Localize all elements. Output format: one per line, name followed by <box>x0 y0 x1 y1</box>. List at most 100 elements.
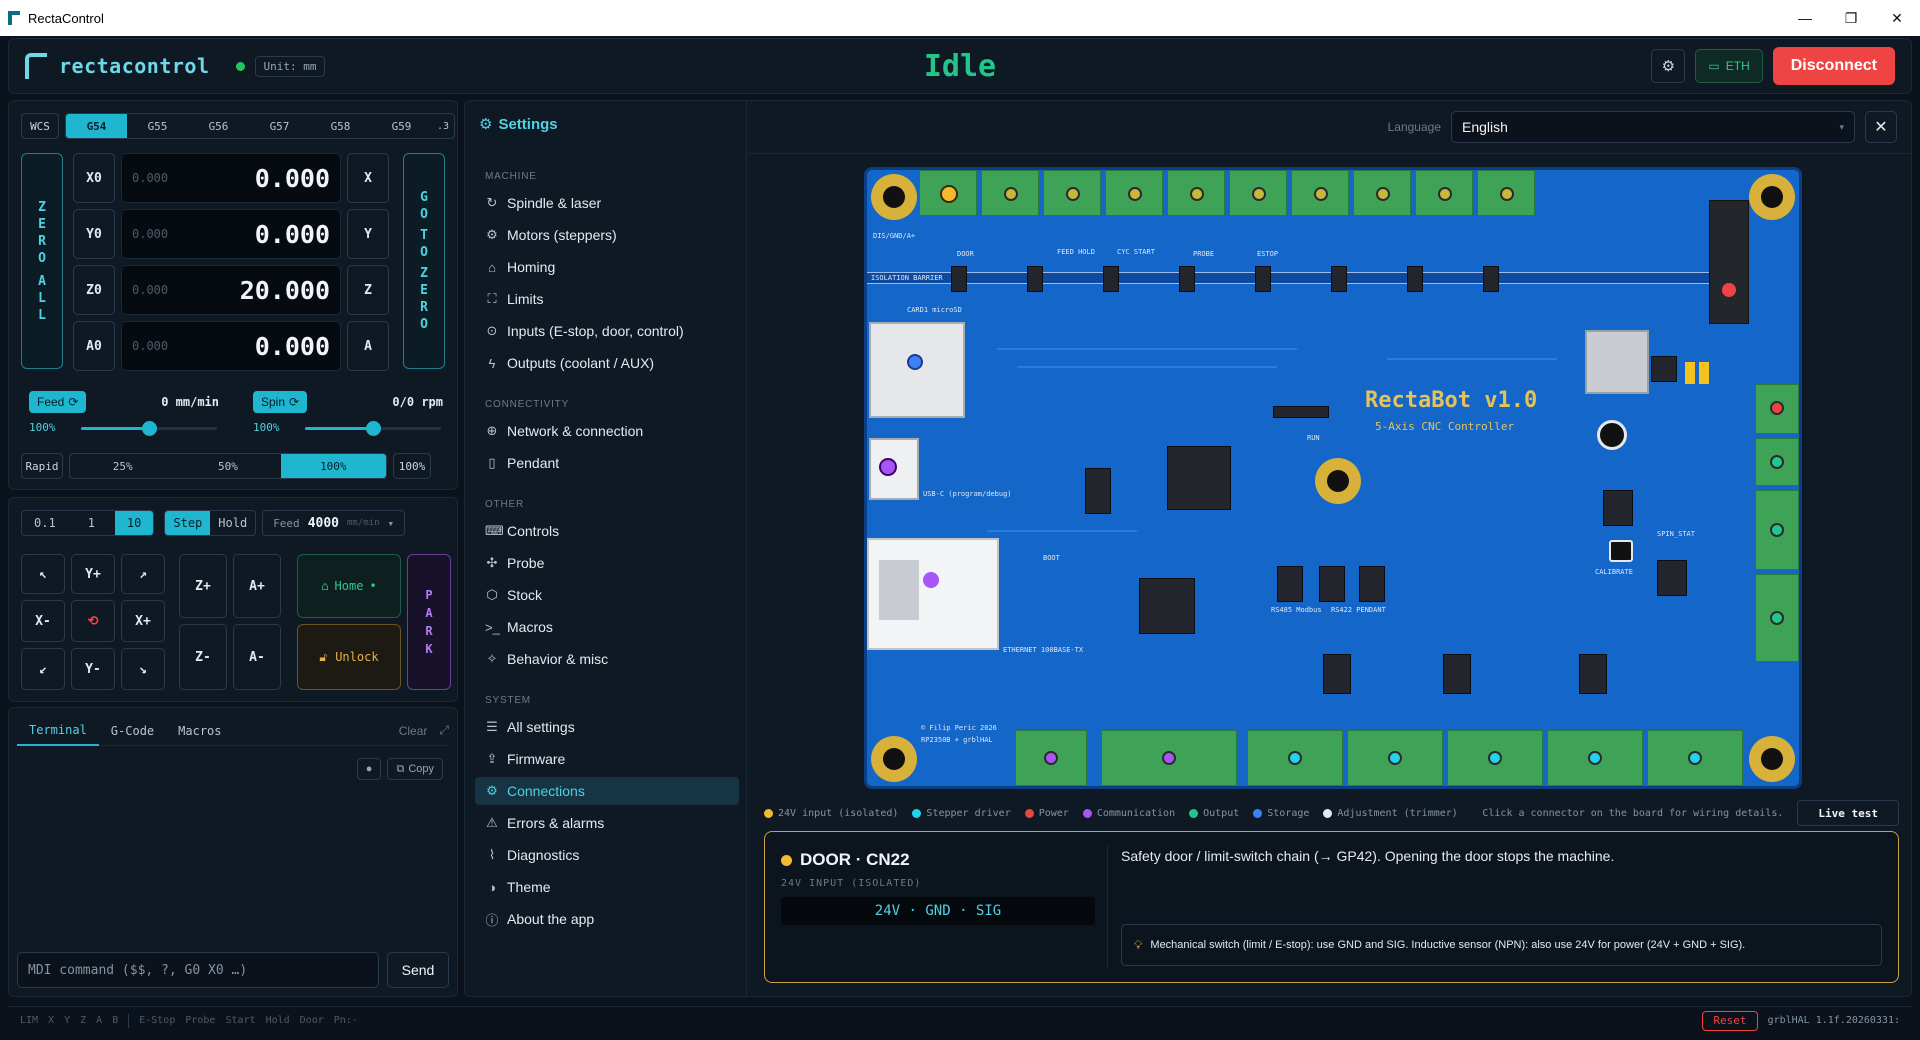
connector-output[interactable] <box>1755 438 1799 486</box>
step-1[interactable]: 1 <box>87 516 95 530</box>
spindle-override-reset[interactable]: Spin ⟳ <box>253 391 308 413</box>
connector-cn23[interactable] <box>981 170 1039 216</box>
feed-override-slider[interactable] <box>81 421 217 436</box>
connector-cn36[interactable] <box>1447 730 1543 786</box>
close-window-button[interactable]: ✕ <box>1891 9 1903 26</box>
go-x-button[interactable]: X <box>347 153 389 203</box>
live-test-button[interactable]: Live test <box>1797 800 1899 826</box>
wcs-tab-g54[interactable]: G54 <box>66 114 127 138</box>
spindle-override-handle[interactable] <box>366 421 381 436</box>
connector-cn41[interactable] <box>1101 730 1237 786</box>
sidebar-item-homing[interactable]: ⌂Homing <box>475 253 739 281</box>
connector-sd-card[interactable] <box>869 322 965 418</box>
zero-y-button[interactable]: Y0 <box>73 209 115 259</box>
jog-xminus-yplus-button[interactable]: ↖ <box>21 554 65 594</box>
jog-zplus-button[interactable]: Z+ <box>179 554 227 618</box>
jog-yminus-button[interactable]: Y- <box>71 648 115 690</box>
jog-xplus-yplus-button[interactable]: ↗ <box>121 554 165 594</box>
rapid-option-25[interactable]: 25% <box>112 459 133 473</box>
sidebar-item-pendant[interactable]: ▯Pendant <box>475 449 739 477</box>
jog-xplus-yminus-button[interactable]: ↘ <box>121 648 165 690</box>
connector-output[interactable] <box>1755 574 1799 662</box>
connector-cn34[interactable] <box>1247 730 1343 786</box>
sidebar-item-motors[interactable]: ⚙Motors (steppers) <box>475 221 739 249</box>
spindle-override-slider[interactable] <box>305 421 441 436</box>
sidebar-item-network[interactable]: ⊕Network & connection <box>475 417 739 445</box>
expand-icon[interactable]: ⤢ <box>439 723 449 737</box>
jog-yplus-button[interactable]: Y+ <box>71 554 115 594</box>
connector-cn30[interactable] <box>1415 170 1473 216</box>
connector-cn27[interactable] <box>1229 170 1287 216</box>
home-button[interactable]: ⌂ Home • <box>297 554 401 618</box>
jog-aplus-button[interactable]: A+ <box>233 554 281 618</box>
sidebar-item-spindle[interactable]: ↻Spindle & laser <box>475 189 739 217</box>
jog-xminus-yminus-button[interactable]: ↙ <box>21 648 65 690</box>
sidebar-item-behavior[interactable]: ✧Behavior & misc <box>475 645 739 673</box>
go-to-zero-button[interactable]: G O T O Z E R O <box>403 153 445 369</box>
minimize-button[interactable]: — <box>1798 10 1812 26</box>
zero-a-button[interactable]: A0 <box>73 321 115 371</box>
connector-cn22[interactable] <box>919 170 977 216</box>
jog-stop-icon[interactable]: ⟲ <box>71 600 115 642</box>
calibrate-trimmer[interactable] <box>1609 540 1633 562</box>
close-icon[interactable]: ✕ <box>1865 111 1897 143</box>
feed-override-reset[interactable]: Feed ⟳ <box>29 391 87 413</box>
sidebar-item-limits[interactable]: ⛶Limits <box>475 285 739 313</box>
connector-usb[interactable] <box>869 438 919 500</box>
terminal-options-button[interactable]: ● <box>356 758 382 780</box>
connector-cn29[interactable] <box>1353 170 1411 216</box>
eth-button[interactable]: ▭ ETH <box>1695 49 1763 83</box>
sidebar-item-controls[interactable]: ⌨Controls <box>475 517 739 545</box>
connector-output[interactable] <box>1755 490 1799 570</box>
zero-z-button[interactable]: Z0 <box>73 265 115 315</box>
go-z-button[interactable]: Z <box>347 265 389 315</box>
sidebar-item-macros[interactable]: >_Macros <box>475 613 739 641</box>
wcs-tab-g55[interactable]: G55 <box>147 119 168 133</box>
tab-terminal[interactable]: Terminal <box>17 716 99 746</box>
wcs-tab-g58[interactable]: G58 <box>330 119 351 133</box>
sidebar-item-all-settings[interactable]: ☰All settings <box>475 713 739 741</box>
step-0-1[interactable]: 0.1 <box>34 516 56 530</box>
mode-hold[interactable]: Hold <box>218 516 248 530</box>
sidebar-item-firmware[interactable]: ⇪Firmware <box>475 745 739 773</box>
connector-cn38[interactable] <box>1647 730 1743 786</box>
connector-cn24[interactable] <box>1043 170 1101 216</box>
feed-override-handle[interactable] <box>142 421 157 436</box>
tab-gcode[interactable]: G-Code <box>110 723 155 738</box>
zero-all-button[interactable]: Z E R O A L L <box>21 153 63 369</box>
tab-macros[interactable]: Macros <box>178 723 222 738</box>
park-button[interactable]: P A R K <box>407 554 451 690</box>
step-10[interactable]: 10 <box>114 511 154 535</box>
rapid-option-50[interactable]: 50% <box>218 459 238 473</box>
clear-terminal-button[interactable]: Clear <box>398 723 428 738</box>
maximize-button[interactable]: ❐ <box>1844 9 1858 26</box>
sidebar-item-inputs[interactable]: ⊙Inputs (E-stop, door, control) <box>475 317 739 345</box>
sidebar-item-errors[interactable]: ⚠Errors & alarms <box>475 809 739 837</box>
sidebar-item-stock[interactable]: ⬡Stock <box>475 581 739 609</box>
sidebar-item-diagnostics[interactable]: ⌇Diagnostics <box>475 841 739 869</box>
copy-button[interactable]: ⧉ Copy <box>387 758 443 780</box>
pcb-board[interactable]: DIS/GND/A+ DOOR FEED HOLD CYC START PROB… <box>864 167 1802 789</box>
reset-button[interactable]: Reset <box>1702 1010 1758 1031</box>
unlock-button[interactable]: 🔓︎ Unlock <box>297 624 401 690</box>
jog-xplus-button[interactable]: X+ <box>121 600 165 642</box>
unit-chip[interactable]: Unit: mm <box>254 55 326 77</box>
connector-cn28[interactable] <box>1291 170 1349 216</box>
sidebar-item-probe[interactable]: ✣Probe <box>475 549 739 577</box>
sidebar-item-connections[interactable]: ⚙Connections <box>475 777 739 805</box>
send-button[interactable]: Send <box>387 952 449 988</box>
go-y-button[interactable]: Y <box>347 209 389 259</box>
jog-aminus-button[interactable]: A- <box>233 624 281 690</box>
wcs-tab-g59[interactable]: G59 <box>391 119 412 133</box>
connector-power[interactable] <box>1755 384 1799 434</box>
disconnect-button[interactable]: Disconnect <box>1772 47 1895 85</box>
gear-icon[interactable]: ⚙ <box>1651 49 1686 83</box>
wcs-tab-g57[interactable]: G57 <box>269 119 290 133</box>
connector-cn31[interactable] <box>1477 170 1535 216</box>
connector-cn25[interactable] <box>1105 170 1163 216</box>
connector-cn35[interactable] <box>1347 730 1443 786</box>
connector-cn32[interactable] <box>1015 730 1087 786</box>
mode-step[interactable]: Step <box>165 511 211 535</box>
